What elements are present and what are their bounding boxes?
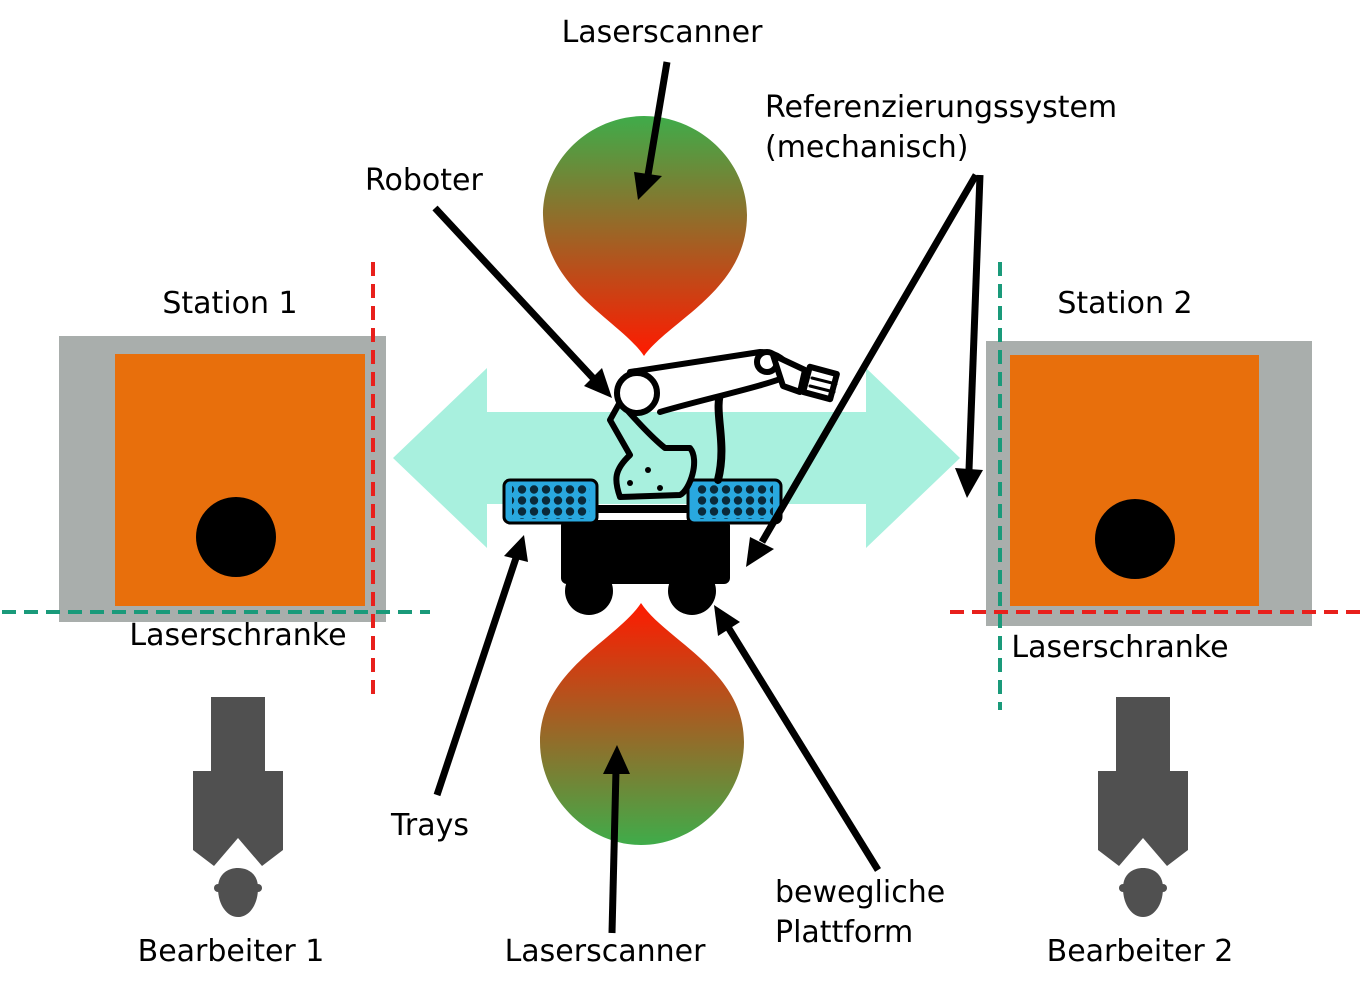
station-1 [59, 336, 386, 622]
label-referenzierung-line1: Referenzierungssystem [765, 90, 1117, 125]
platform-deck-line [598, 505, 694, 513]
label-laserschranke-right: Laserschranke [1011, 630, 1228, 665]
station-2-part [1095, 499, 1175, 579]
platform-wheel-right [668, 567, 716, 615]
label-plattform-line1: bewegliche [775, 875, 945, 910]
robot-cable [714, 384, 726, 484]
laserscanner-field-bottom [540, 603, 744, 845]
label-plattform-line2: Plattform [775, 915, 913, 950]
station-2 [986, 341, 1312, 626]
label-laserschranke-left: Laserschranke [129, 618, 346, 653]
tray-right [686, 478, 783, 525]
arrow-laserscanner-top [644, 61, 671, 176]
arrow-roboter [432, 205, 596, 381]
label-station-1: Station 1 [162, 286, 297, 321]
worker-1-icon [193, 697, 283, 917]
robot-wrist [770, 352, 808, 395]
label-trays: Trays [390, 808, 469, 843]
worker-2-icon [1098, 697, 1188, 917]
label-laserscanner-bottom: Laserscanner [505, 934, 707, 969]
label-laserscanner-top: Laserscanner [562, 15, 764, 50]
label-referenzierung-line2: (mechanisch) [765, 130, 968, 165]
platform-wheel-left [565, 567, 613, 615]
label-station-2: Station 2 [1057, 286, 1192, 321]
robot-arm [607, 349, 840, 500]
arrow-referenzierung-left [758, 173, 980, 544]
mobile-platform [561, 505, 730, 615]
label-roboter: Roboter [365, 163, 483, 198]
arrow-plattform [725, 625, 881, 872]
arrow-laserscanner-bottom [608, 769, 620, 934]
robot-shoulder-joint [614, 370, 660, 416]
label-bearbeiter-2: Bearbeiter 2 [1047, 934, 1234, 969]
pointer-arrows [432, 61, 984, 934]
station-1-part [196, 497, 276, 577]
arrow-referenzierung-right [965, 174, 984, 471]
robot-arm-lower [607, 399, 698, 500]
laserscanner-field-top [543, 116, 747, 356]
label-bearbeiter-1: Bearbeiter 1 [138, 934, 325, 969]
tray-left [502, 478, 599, 525]
arrow-trays [433, 556, 520, 797]
